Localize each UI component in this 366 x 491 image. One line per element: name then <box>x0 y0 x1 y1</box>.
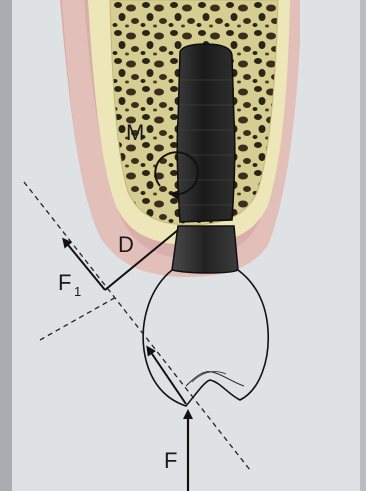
implant-body <box>177 44 235 222</box>
abutment <box>172 226 238 273</box>
label-d: D <box>118 232 134 257</box>
label-f1: F <box>58 270 71 295</box>
left-margin-shadow <box>0 0 12 491</box>
label-m: M <box>126 120 144 145</box>
label-f: F <box>164 448 177 473</box>
label-f1-subscript: 1 <box>74 284 81 299</box>
